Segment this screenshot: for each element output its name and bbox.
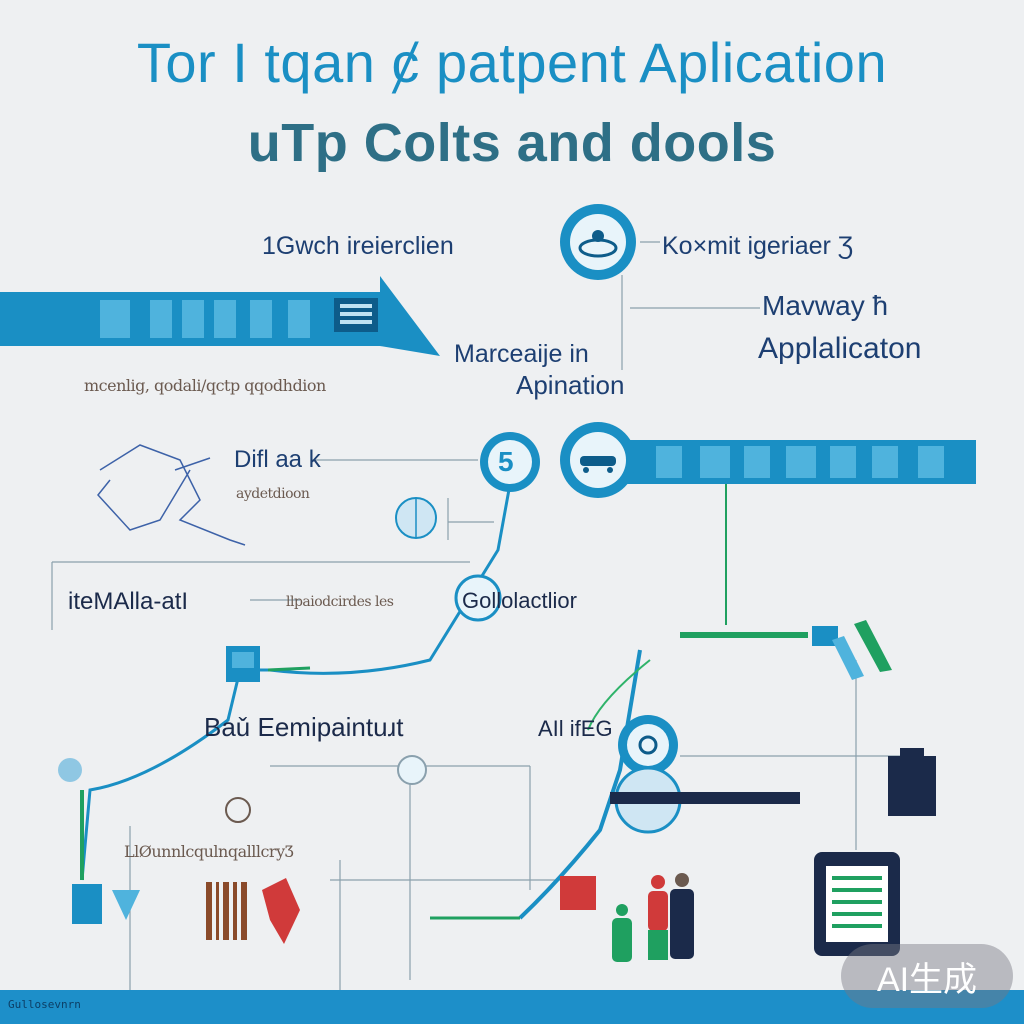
title-line-2: uTp Colts and dools — [247, 113, 777, 173]
label-left-mid: Difl aa k — [234, 446, 321, 473]
scribble-row-1: mcenlig, qodali/qctp qqodhdion — [84, 376, 326, 395]
collab-node — [454, 574, 502, 622]
footer-bar — [0, 990, 1024, 1024]
barcode-icon — [206, 882, 247, 940]
flow-path-main — [80, 483, 512, 881]
sensor-icon — [397, 755, 427, 785]
arrow-banner-top — [0, 276, 440, 356]
clipboard-icon — [888, 748, 936, 816]
red-box-icon — [560, 876, 596, 910]
title-line-1: Tor I tqan ȼ patpent Aplication — [136, 31, 888, 94]
car-icon — [560, 422, 636, 498]
device-node-upper — [226, 646, 260, 682]
label-center-2: Apination — [516, 370, 625, 400]
label-right-mid-1: Mavway ħ — [762, 290, 889, 321]
label-top-left: 1Gwch ireierclien — [262, 232, 454, 260]
person-icon-group — [612, 873, 694, 962]
robotic-arm-icon — [812, 620, 892, 680]
document-icon — [814, 852, 900, 956]
label-bottom-center: AIl ifEG — [538, 716, 613, 741]
label-collab: Gollolactlior — [462, 588, 577, 613]
label-left-bar: iteMAlla-atI — [68, 588, 189, 615]
device-node-lower — [58, 758, 140, 924]
flow-path-right — [518, 649, 642, 920]
label-bottom-left: Baǔ Eemipaintuɹt — [204, 712, 404, 742]
label-top-right: Ko×mit igeriaer Ʒ — [662, 232, 854, 260]
node-number: 5 — [498, 446, 514, 477]
dial-icon — [225, 797, 251, 823]
footer-text: Gullosevnrn — [8, 998, 81, 1011]
hand-sketch-icon — [97, 444, 246, 546]
ai-generated-watermark: AI生成 — [841, 944, 1013, 1008]
gear-cloud-icon — [560, 204, 636, 280]
scribble-row-2: aydetdioon — [236, 486, 310, 502]
arrow-banner-mid — [600, 440, 976, 484]
label-right-mid-2: Applalicaton — [758, 332, 922, 365]
red-figure-icon — [262, 878, 300, 944]
scribble-row-4: LlØunnlcqulnqalllcryƷ — [124, 842, 294, 861]
gear-node-right — [610, 715, 800, 834]
scribble-row-3: llpaiodcirdes les — [286, 594, 394, 610]
globe-node — [395, 497, 437, 539]
number-node — [480, 432, 540, 492]
label-center-1: Marceaije in — [454, 340, 589, 368]
